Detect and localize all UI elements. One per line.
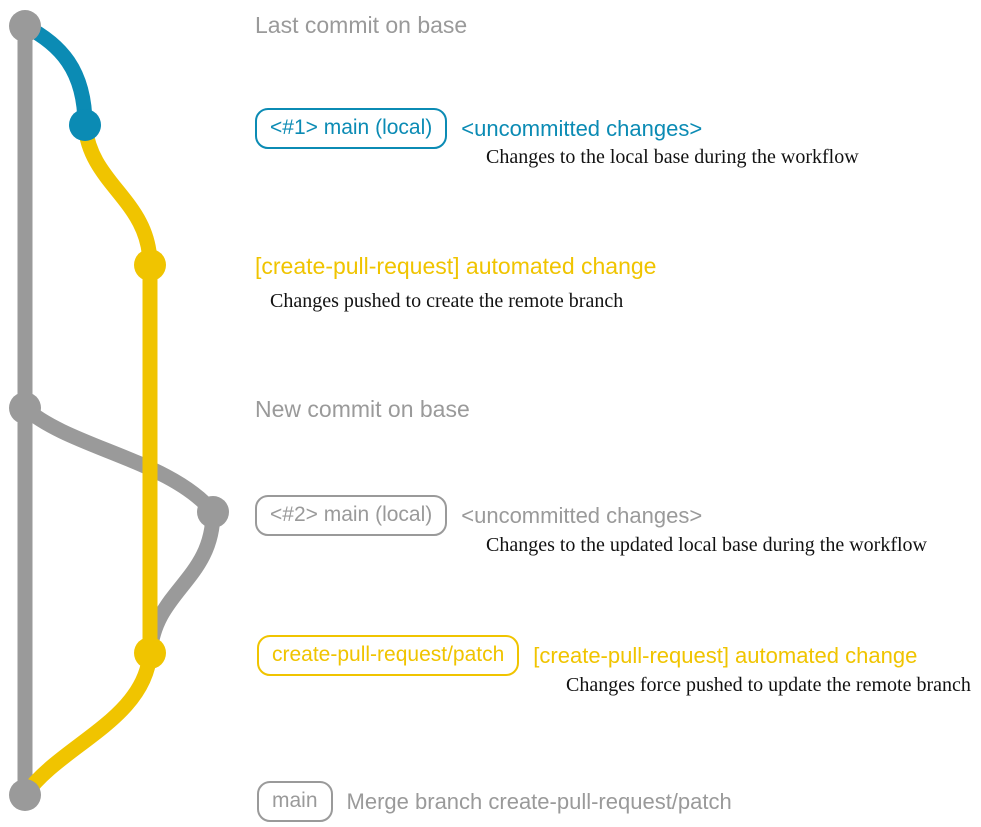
base-fork-to-local2-line	[17, 400, 221, 520]
commit-description-patch-automated-1: Changes pushed to create the remote bran…	[270, 290, 624, 312]
commit-row-local-uncommitted-2: <#2> main (local) <uncommitted changes>	[255, 495, 702, 536]
patch-branch-merge-line	[17, 645, 158, 803]
commit-subject-new-commit-on-base: New commit on base	[255, 396, 470, 422]
commit-dot-local-1[interactable]	[69, 109, 101, 141]
commit-subject-local-uncommitted-1: <uncommitted changes>	[461, 115, 703, 141]
commit-subject-last-commit-on-base: Last commit on base	[255, 12, 468, 38]
commit-description-local-uncommitted-1: Changes to the local base during the wor…	[486, 146, 859, 168]
commit-dot-base-head[interactable]	[9, 10, 41, 42]
branch-badge-main-local-2[interactable]: <#2> main (local)	[255, 495, 448, 536]
commit-description-local-uncommitted-2: Changes to the updated local base during…	[486, 534, 927, 556]
commit-subject-base-merge: Merge branch create-pull-request/patch	[346, 788, 732, 814]
commit-subject-patch-automated-1: [create-pull-request] automated change	[255, 253, 657, 279]
branch-badge-create-pull-request-patch[interactable]: create-pull-request/patch	[257, 635, 520, 676]
commit-dot-patch-1[interactable]	[134, 249, 166, 281]
commit-dot-local-2[interactable]	[197, 496, 229, 528]
patch-branch-line-upper	[77, 117, 158, 273]
branch-badge-main-local-1[interactable]: <#1> main (local)	[255, 108, 448, 149]
commit-dot-base-merge[interactable]	[9, 779, 41, 811]
commit-subject-patch-automated-2: [create-pull-request] automated change	[533, 642, 918, 668]
commit-row-patch-automated-2: create-pull-request/patch [create-pull-r…	[257, 635, 917, 676]
commit-description-patch-automated-2: Changes force pushed to update the remot…	[566, 674, 971, 696]
branch-badge-main[interactable]: main	[257, 781, 333, 822]
commit-row-local-uncommitted-1: <#1> main (local) <uncommitted changes>	[255, 108, 702, 149]
commit-dot-base-new[interactable]	[9, 392, 41, 424]
commit-row-base-merge: main Merge branch create-pull-request/pa…	[257, 781, 732, 822]
commit-dot-patch-2[interactable]	[134, 637, 166, 669]
commit-subject-local-uncommitted-2: <uncommitted changes>	[461, 502, 703, 528]
